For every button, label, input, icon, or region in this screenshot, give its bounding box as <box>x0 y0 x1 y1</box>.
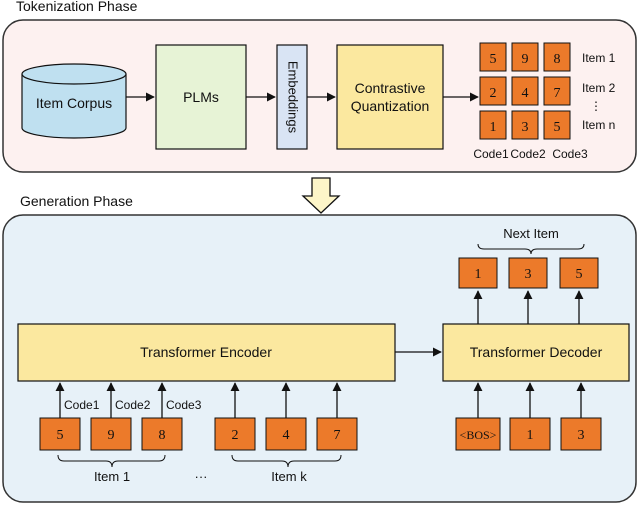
code-cell-value: 7 <box>554 86 561 101</box>
item-n-row-label: Item n <box>582 118 615 132</box>
next-item-label: Next Item <box>503 226 559 241</box>
code-cell <box>479 76 507 106</box>
output-code-value: 5 <box>576 267 583 282</box>
contrastive-quantization-box <box>336 44 444 150</box>
output-code-box <box>458 257 498 289</box>
itemk-code-box <box>316 417 358 451</box>
code-cell-value: 3 <box>522 120 529 135</box>
code-cell <box>479 42 507 72</box>
code2-label: Code2 <box>510 147 546 161</box>
item1-code-value: 5 <box>57 428 64 443</box>
itemk-code-box <box>214 417 256 451</box>
decoder-input-box <box>560 417 602 451</box>
horizontal-ellipsis: ··· <box>195 469 208 484</box>
itemk-group-label: Item k <box>271 469 307 484</box>
item1-code-box <box>141 417 183 451</box>
itemk-code-value: 2 <box>232 428 239 443</box>
itemk-brace <box>231 454 342 468</box>
decoder-input-value: 1 <box>527 428 534 443</box>
itemk-code-value: 7 <box>334 428 341 443</box>
item1-code-box <box>90 417 132 451</box>
code-cell <box>511 42 539 72</box>
quantization-label-line2: Quantization <box>351 98 430 114</box>
code-cell-value: 4 <box>522 86 529 101</box>
code-grid: 5 9 8 2 4 7 1 3 5 <box>479 42 571 140</box>
code3-label: Code3 <box>552 147 588 161</box>
transformer-encoder-box <box>17 323 396 382</box>
item1-group-label: Item 1 <box>94 469 130 484</box>
phase-transition-arrow <box>301 177 341 214</box>
code-cell <box>511 76 539 106</box>
tokenization-phase-title: Tokenization Phase <box>16 0 138 14</box>
item1-code-value: 8 <box>159 428 166 443</box>
code-cell-value: 5 <box>490 52 497 67</box>
code1-arrow-label: Code1 <box>64 398 100 412</box>
embeddings-box <box>276 44 308 150</box>
decoder-input-box <box>455 417 501 451</box>
code-cell-value: 9 <box>522 52 529 67</box>
embeddings-label: Embeddings <box>286 61 301 134</box>
item-1-row-label: Item 1 <box>582 51 616 65</box>
plms-label: PLMs <box>183 89 219 105</box>
next-item-brace <box>477 243 585 255</box>
code-cell-value: 8 <box>554 52 561 67</box>
transformer-decoder-label: Transformer Decoder <box>470 344 603 360</box>
code-cell-value: 5 <box>554 120 561 135</box>
transformer-encoder-label: Transformer Encoder <box>140 344 272 360</box>
code-cell-value: 1 <box>490 120 497 135</box>
code-cell <box>543 76 571 106</box>
code3-arrow-label: Code3 <box>166 398 202 412</box>
output-code-value: 1 <box>475 267 482 282</box>
code2-arrow-label: Code2 <box>115 398 151 412</box>
item-corpus-label: Item Corpus <box>36 95 112 111</box>
item-2-row-label: Item 2 <box>582 81 616 95</box>
itemk-code-value: 4 <box>283 428 290 443</box>
plms-box <box>155 44 247 150</box>
code-cell <box>511 110 539 140</box>
code-cell <box>479 110 507 140</box>
generation-phase-title: Generation Phase <box>20 193 133 209</box>
decoder-input-box <box>509 417 551 451</box>
code-cell <box>543 42 571 72</box>
output-code-box <box>508 257 548 289</box>
code-cell <box>543 110 571 140</box>
output-code-box <box>559 257 599 289</box>
item-corpus-cylinder: Item Corpus <box>21 63 127 139</box>
item1-brace <box>57 454 166 468</box>
output-code-value: 3 <box>525 267 532 282</box>
code-cell-value: 2 <box>490 86 497 101</box>
bos-token: <BOS> <box>460 428 497 442</box>
quantization-label-line1: Contrastive <box>355 80 426 96</box>
item1-code-value: 9 <box>108 428 115 443</box>
code1-label: Code1 <box>473 147 509 161</box>
vertical-ellipsis: ⋮ <box>590 99 602 113</box>
item1-code-box <box>39 417 81 451</box>
decoder-input-value: 3 <box>578 428 585 443</box>
transformer-decoder-box <box>442 323 630 382</box>
